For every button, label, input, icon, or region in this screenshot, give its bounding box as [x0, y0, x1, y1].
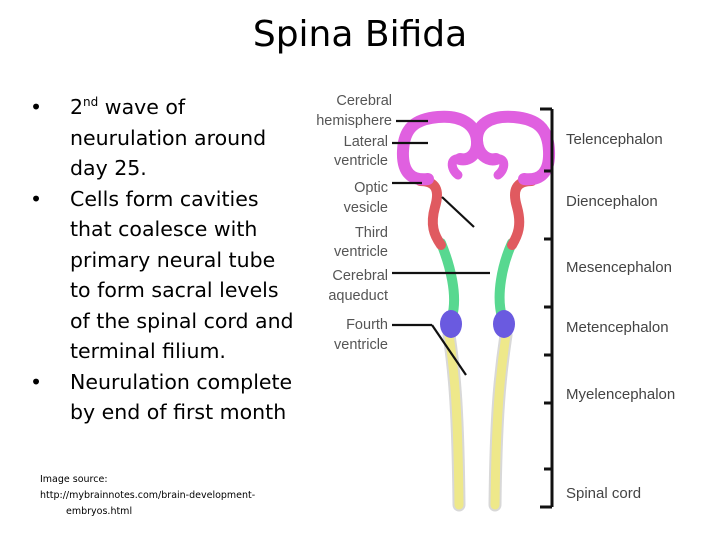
region-ruler — [540, 107, 554, 509]
label-ventricle-fourth: ventricle — [334, 337, 388, 353]
leader-third-ventricle — [441, 196, 475, 228]
mesencephalon-left — [436, 238, 460, 322]
label-mesencephalon: Mesencephalon — [566, 259, 672, 276]
label-telencephalon: Telencephalon — [566, 131, 663, 148]
label-fourth: Fourth — [346, 317, 388, 333]
slide-title: Spina Bifida — [252, 14, 468, 55]
myelencephalon-right-fill — [490, 330, 511, 510]
label-myelencephalon: Myelencephalon — [566, 386, 675, 403]
bullet-list: 2nd wave of neurulation around day 25. C… — [30, 92, 300, 428]
telencephalon-inner-left — [447, 154, 465, 180]
bullet-item: 2nd wave of neurulation around day 25. — [30, 92, 300, 184]
mesencephalon-right — [494, 238, 517, 322]
diencephalon-left — [415, 176, 446, 250]
neural-tube — [396, 110, 556, 512]
label-ventricle-third: ventricle — [334, 244, 388, 260]
source-label: Image source: — [40, 474, 108, 485]
source-url-line1: http://mybrainnotes.com/brain-developmen… — [40, 490, 256, 501]
bullet-lead: 2 — [70, 95, 84, 119]
bullet-text: wave of neurulation around day 25. — [70, 95, 267, 180]
bullet-item: Cells form cavities that coalesce with p… — [30, 184, 300, 367]
telencephalon-left — [396, 110, 484, 186]
image-source-credit: Image source: http://mybrainnotes.com/br… — [40, 472, 300, 520]
metencephalon-right — [493, 310, 515, 338]
source-url-line2: embryos.html — [66, 506, 133, 517]
label-cerebral: Cerebral — [336, 93, 392, 109]
diencephalon-right — [507, 176, 537, 250]
label-metencephalon: Metencephalon — [566, 319, 669, 336]
bullet-superscript: nd — [83, 95, 99, 109]
label-diencephalon: Diencephalon — [566, 193, 658, 210]
label-lateral: Lateral — [344, 134, 388, 150]
telencephalon-inner-right — [491, 154, 509, 180]
myelencephalon-left-fill — [444, 330, 464, 510]
label-third: Third — [355, 225, 388, 241]
label-optic: Optic — [354, 180, 388, 196]
right-labels: Telencephalon Diencephalon Mesencephalon… — [566, 131, 675, 502]
leader-lines — [392, 119, 490, 376]
label-spinal-cord: Spinal cord — [566, 485, 641, 502]
leader-fourth-ventricle — [431, 324, 467, 376]
bullet-text: Neurulation complete by end of first mon… — [70, 369, 293, 425]
bullet-item: Neurulation complete by end of first mon… — [30, 367, 300, 428]
label-cerebral-2: Cerebral — [332, 268, 388, 284]
telencephalon-right — [471, 110, 556, 186]
metencephalon-left — [440, 310, 462, 338]
label-ventricle-lateral: ventricle — [334, 153, 388, 169]
label-hemisphere: hemisphere — [316, 113, 392, 129]
brain-development-diagram: Cerebral hemisphere Lateral ventricle Op… — [316, 93, 675, 512]
label-aqueduct: aqueduct — [328, 288, 388, 304]
left-labels: Cerebral hemisphere Lateral ventricle Op… — [316, 93, 392, 353]
label-vesicle: vesicle — [344, 200, 388, 216]
bullet-text: Cells form cavities that coalesce with p… — [70, 186, 294, 364]
